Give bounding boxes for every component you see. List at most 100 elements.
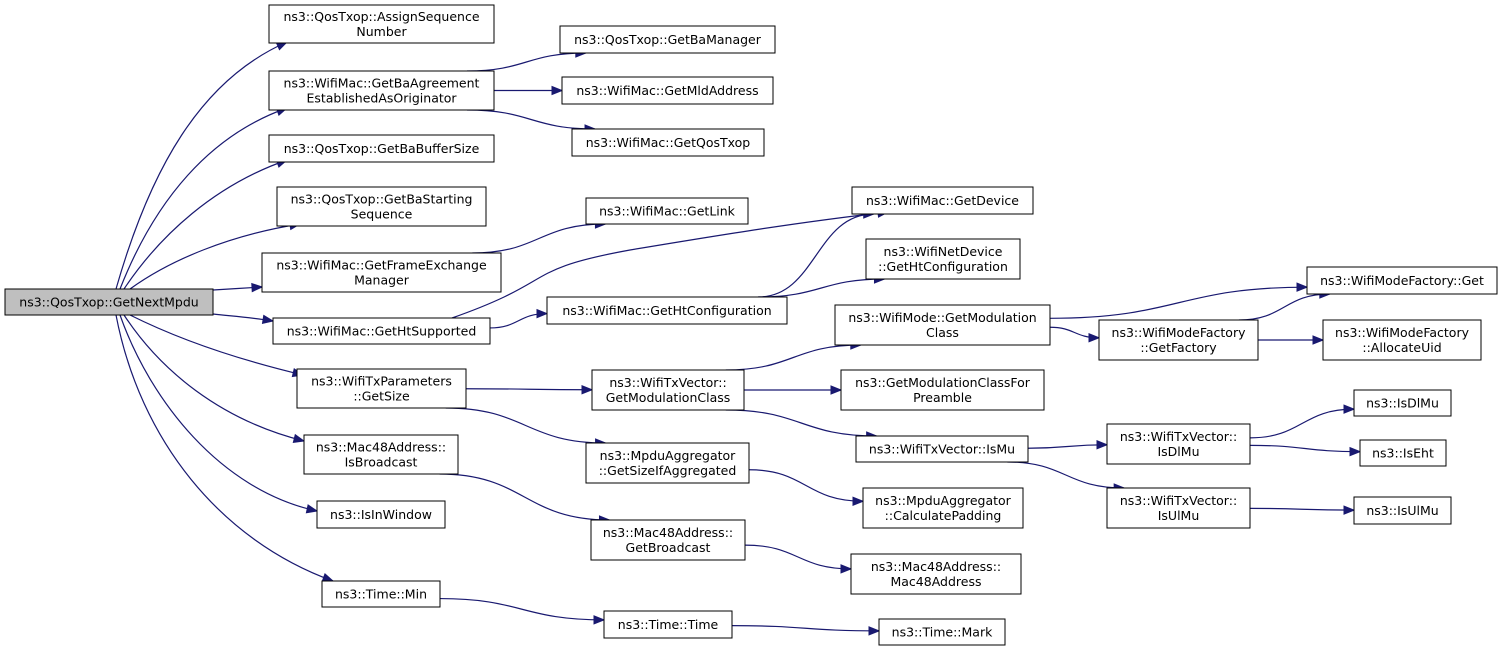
node-label-line: ::GetFactory	[1140, 340, 1217, 355]
arrow-head	[251, 282, 264, 293]
node-get-device[interactable]: ns3::WifiMac::GetDevice	[851, 186, 1034, 215]
edge-line	[731, 625, 880, 632]
node-label-line: ns3::MpduAggregator	[875, 493, 1012, 508]
edge-line	[129, 223, 301, 290]
arrow-head	[1296, 282, 1309, 292]
arrow-head	[581, 385, 594, 395]
node-box	[561, 76, 774, 105]
edge-line	[758, 213, 874, 298]
edge-txvec_isdlmu-to-isdlmu	[1249, 404, 1356, 439]
node-box	[1353, 496, 1452, 525]
node-box	[296, 368, 467, 409]
arrow-head	[593, 615, 606, 625]
node-isulmu[interactable]: ns3::IsUlMu	[1353, 496, 1452, 525]
node-factory-getfactory[interactable]: ns3::WifiModeFactory::GetFactory	[1098, 319, 1259, 361]
arrow-head	[1349, 446, 1362, 457]
arrow-head	[868, 626, 881, 636]
node-label-line: ns3::GetModulationClassFor	[855, 375, 1031, 390]
node-mac48-getbcast[interactable]: ns3::Mac48Address::GetBroadcast	[590, 519, 746, 561]
node-label-line: ns3::WifiTxVector::	[1120, 429, 1237, 444]
node-get-ba-mgr[interactable]: ns3::QosTxop::GetBaManager	[559, 25, 776, 54]
node-label-line: IsDlMu	[1157, 444, 1199, 459]
edge-txvec_modclass-to-modclass_preamble	[744, 385, 843, 395]
edge-line	[1249, 408, 1355, 439]
node-box	[321, 580, 441, 608]
edge-txvec_isdlmu-to-iseht	[1249, 444, 1362, 457]
edge-line	[744, 544, 852, 570]
node-isinwindow[interactable]: ns3::IsInWindow	[316, 500, 446, 529]
node-box	[878, 618, 1006, 646]
arrow-head	[840, 564, 853, 574]
arrow-head	[536, 308, 549, 319]
node-txvec-isdlmu[interactable]: ns3::WifiTxVector::IsDlMu	[1106, 423, 1251, 465]
node-mac48-ctor[interactable]: ns3::Mac48Address::Mac48Address	[850, 553, 1022, 595]
node-label-line: ns3::WifiModeFactory::Get	[1320, 273, 1484, 288]
node-txvec-modclass[interactable]: ns3::WifiTxVector::GetModulationClass	[591, 369, 745, 411]
edge-root-to-time_min	[115, 314, 335, 582]
node-label-line: EstablishedAsOriginator	[306, 91, 457, 106]
node-box	[1106, 487, 1251, 529]
node-label-line: ns3::Time::Time	[618, 617, 719, 632]
node-txvec-isulmu[interactable]: ns3::WifiTxVector::IsUlMu	[1106, 487, 1251, 529]
node-label-line: ns3::WifiModeFactory	[1112, 325, 1247, 340]
node-box	[590, 519, 746, 561]
node-label-line: ns3::Mac48Address::	[316, 440, 446, 455]
edge-time_ctor-to-time_mark	[731, 625, 881, 636]
arrow-head	[1343, 404, 1356, 414]
node-label-line: ns3::MpduAggregator	[600, 448, 737, 463]
node-root[interactable]: ns3::QosTxop::GetNextMpdu	[4, 288, 214, 316]
node-txvec-ismu[interactable]: ns3::WifiTxVector::IsMu	[855, 435, 1029, 463]
node-box	[591, 369, 745, 411]
node-time-ctor[interactable]: ns3::Time::Time	[603, 610, 733, 639]
node-box	[865, 238, 1021, 280]
edge-txvec_modclass-to-txvec_ismu	[725, 409, 878, 441]
node-isdlmu[interactable]: ns3::IsDlMu	[1353, 389, 1452, 417]
node-label-line: ns3::WifiMac::GetLink	[599, 204, 736, 219]
edge-line	[123, 159, 288, 290]
node-time-min[interactable]: ns3::Time::Min	[321, 580, 441, 608]
node-txparams-size[interactable]: ns3::WifiTxParameters::GetSize	[296, 368, 467, 409]
node-get-ba-buf[interactable]: ns3::QosTxop::GetBaBufferSize	[268, 134, 495, 163]
edge-get_ht_sup-to-mac_htconf	[489, 308, 549, 329]
node-mode-modclass[interactable]: ns3::WifiMode::GetModulationClass	[834, 304, 1051, 346]
edge-mode_modclass-to-factory_getfactory	[1049, 326, 1101, 343]
node-iseht[interactable]: ns3::IsEht	[1359, 439, 1447, 467]
node-factory-get[interactable]: ns3::WifiModeFactory::Get	[1306, 266, 1498, 295]
node-box	[585, 442, 750, 484]
node-label-line: Number	[356, 24, 407, 39]
node-box	[840, 369, 1045, 411]
node-label-line: ns3::QosTxop::AssignSequence	[283, 9, 479, 24]
edge-line	[1238, 293, 1330, 321]
edge-root-to-get_ht_sup	[212, 313, 275, 325]
node-mac48-isbcast[interactable]: ns3::Mac48Address::IsBroadcast	[303, 434, 459, 475]
node-box	[1306, 266, 1498, 295]
node-mpdu-sizeif[interactable]: ns3::MpduAggregator::GetSizeIfAggregated	[585, 442, 750, 484]
node-label-line: ns3::IsUlMu	[1366, 503, 1438, 518]
node-get-link[interactable]: ns3::WifiMac::GetLink	[585, 197, 749, 225]
node-netdev-htconf[interactable]: ns3::WifiNetDevice::GetHtConfiguration	[865, 238, 1021, 280]
edge-line	[115, 314, 334, 582]
node-label-line: GetModulationClass	[606, 390, 731, 405]
node-label-line: ns3::WifiTxVector::IsMu	[869, 442, 1015, 457]
node-factory-alloc[interactable]: ns3::WifiModeFactory::AllocateUid	[1322, 319, 1482, 361]
edge-line	[119, 107, 288, 290]
edge-line	[123, 314, 305, 442]
node-get-ht-sup[interactable]: ns3::WifiMac::GetHtSupported	[272, 317, 491, 345]
arrow-head	[261, 314, 275, 325]
node-get-qos[interactable]: ns3::WifiMac::GetQosTxop	[571, 128, 765, 157]
node-label-line: ns3::QosTxop::GetBaStarting	[291, 192, 473, 207]
node-time-mark[interactable]: ns3::Time::Mark	[878, 618, 1006, 646]
node-label-line: ns3::WifiMac::GetFrameExchange	[276, 258, 487, 273]
node-mac-htconf[interactable]: ns3::WifiMac::GetHtConfiguration	[546, 296, 788, 325]
node-get-ba-agree[interactable]: ns3::WifiMac::GetBaAgreementEstablishedA…	[268, 70, 495, 111]
node-box	[571, 128, 765, 157]
edge-txparams_size-to-mpdu_sizeif	[445, 407, 607, 448]
edge-mac48_isbcast-to-mac48_getbcast	[439, 473, 611, 525]
node-mpdu-padding[interactable]: ns3::MpduAggregator::CalculatePadding	[862, 487, 1024, 529]
node-box	[1359, 439, 1447, 467]
node-get-mld[interactable]: ns3::WifiMac::GetMldAddress	[561, 76, 774, 105]
